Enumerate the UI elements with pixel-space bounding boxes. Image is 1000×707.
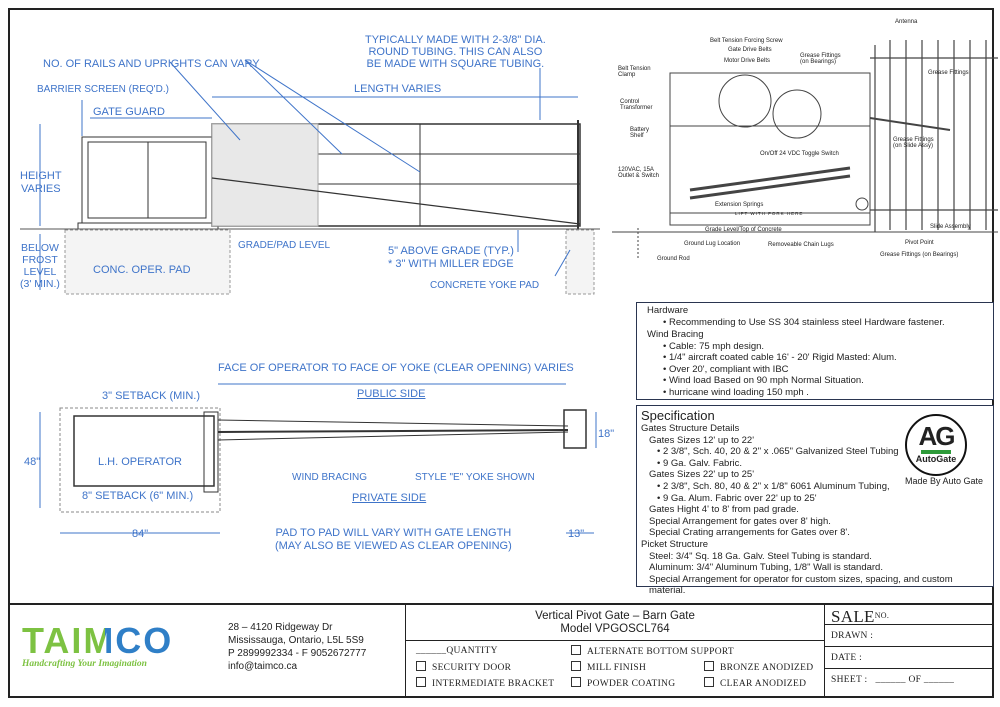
spec-line: Steel: 3/4" Sq. 18 Ga. Galv. Steel Tubin… [649,550,872,562]
ground-lug-label: Ground Lug Location [684,241,741,247]
spec-line: Special Crating arrangements for Gates o… [649,527,850,539]
rails-note: NO. OF RAILS AND UPRIGHTS CAN VARY [43,58,260,70]
wind-item: Wind load Based on 90 mph Normal Situati… [663,375,983,387]
lift-label: LIFT WITH FORK HERE [735,211,804,216]
spec-line: Special Arrangement for operator for cus… [649,573,953,597]
wind-item: Cable: 75 mph design. [663,341,983,353]
wind-item: Over 20', compliant with IBC [663,364,983,376]
antenna-label: Antenna [895,19,918,25]
spec-bullet: 2 3/8", Sch. 40, 20 & 2" x .065" Galvani… [641,446,989,458]
wind-item: hurricane wind loading 150 mph . [663,387,983,399]
option-mill-finish[interactable]: MILL FINISH [571,661,646,673]
option-intermediate-bracket[interactable]: INTERMEDIATE BRACKET [416,677,554,689]
spec-line: Gates Sizes 12' up to 22' [649,434,755,446]
chain-lugs-label: Removeable Chain Lugs [768,242,834,248]
conc-pad-label: CONC. OPER. PAD [93,264,191,276]
taimco-logo: TAIMCO Handcrafting Your Imagination [22,620,174,670]
yoke-pad-label: CONCRETE YOKE PAD [430,280,540,291]
grease-bearings-top-label: Grease Fittings(on Bearings) [800,53,841,65]
pad-note: PAD TO PAD WILL VARY WITH GATE LENGTH(MA… [275,527,512,552]
operator-label: L.H. OPERATOR [98,456,182,468]
spec-title: Specification [641,408,715,423]
forcing-screw-label: Belt Tension Forcing Screw [710,38,783,44]
date-field[interactable]: DATE : [825,647,992,669]
sheet-field[interactable]: SHEET : ______ OF ______ [831,675,955,685]
dim-48: 48" [24,456,41,468]
ground-rod-label: Ground Rod [657,256,690,262]
spec-bullet: 9 Ga. Galv. Fabric. [641,458,989,470]
hardware-title: Hardware [647,305,689,316]
toggle-label: On/Off 24 VDC Toggle Switch [760,151,839,157]
clear-opening-label: FACE OF OPERATOR TO FACE OF YOKE (CLEAR … [218,362,574,374]
yoke-label: STYLE "E" YOKE SHOWN [415,472,535,483]
specification-box: Specification Gates Structure Details Ga… [636,405,994,596]
wind-title: Wind Bracing [647,328,704,340]
spec-bullet: 9 Ga. Alum. Fabric over 22' up to 25' [641,493,989,505]
spec-line: Gates Sizes 22' up to 25' [649,469,755,481]
wind-bracing-label: WIND BRACING [292,472,367,483]
option-bronze-anodized[interactable]: BRONZE ANODIZED [704,661,813,673]
pivot-label: Pivot Point [905,240,934,246]
option-powder-coating[interactable]: POWDER COATING [571,677,675,689]
plan-operator-pad [59,407,221,513]
hardware-item: Recommending to Use SS 304 stainless ste… [663,317,983,329]
private-side-label: PRIVATE SIDE [352,492,427,504]
spec-bullet: 2 3/8", Sch. 80, 40 & 2" x 1/8" 6061 Alu… [641,481,989,493]
drawn-field[interactable]: DRAWN : [825,625,992,647]
grease-label: Grease Fittings [928,70,969,76]
option-security-door[interactable]: SECURITY DOOR [416,661,511,673]
autogate-logo: AG AutoGate [905,414,967,476]
slide-label: Slide Assembly [930,224,971,230]
spec-line: Picket Structure [641,538,709,550]
grease-slide-label: Grease Fittings(on Slide Assy) [893,137,934,149]
dim-13: 13" [568,528,585,540]
option-clear-anodized[interactable]: CLEAR ANODIZED [704,677,806,689]
title-block: TAIMCO Handcrafting Your Imagination 28 … [10,603,992,696]
grease-bearings-bottom-label: Grease Fittings (on Bearings) [880,252,959,258]
gate-guard-label: GATE GUARD [93,106,165,118]
setback-top-label: 3" SETBACK (MIN.) [102,390,201,402]
spec-line: Aluminum: 3/4" Aluminum Tubing, 1/8" Wal… [649,562,883,574]
operator-pad [64,229,231,295]
option-alternate-bottom-support[interactable]: ALTERNATE BOTTOM SUPPORT [571,645,734,657]
grade-level-label: Grade Level/Top of Concrete [705,227,782,233]
public-side-label: PUBLIC SIDE [357,388,426,400]
dim-84: 84" [132,528,149,540]
spec-line: Special Arrangement for gates over 8' hi… [649,515,831,527]
hardware-box: Hardware Recommending to Use SS 304 stai… [636,302,994,400]
motor-belts-label: Motor Drive Belts [724,58,771,64]
quantity-field[interactable]: ______QUANTITY [416,646,498,656]
yoke-pad [565,229,595,295]
grade-label: GRADE/PAD LEVEL [238,240,331,251]
above-grade-label: 5" ABOVE GRADE (TYP.)* 3" WITH MILLER ED… [388,245,514,270]
barrier-screen-label: BARRIER SCREEN (REQ'D.) [37,84,169,95]
length-label: LENGTH VARIES [354,83,442,95]
dim-18: 18" [598,428,615,440]
gate-belts-label: Gate Drive Belts [728,47,772,53]
wind-item: 1/4" aircraft coated cable 16' - 20' Rig… [663,352,983,364]
springs-label: Extension Springs [715,202,764,208]
spec-line: Gates Hight 4' to 8' from pad grade. [649,504,799,516]
sale-block: SALENO. DRAWN : DATE : SHEET : ______ OF… [825,605,992,696]
made-by-label: Made By Auto Gate [905,476,984,486]
tubing-note: TYPICALLY MADE WITH 2-3/8" DIA.ROUND TUB… [365,34,546,70]
setback-bottom-label: 8" SETBACK (6" MIN.) [82,490,194,502]
spec-line: Gates Structure Details [641,423,740,434]
operator-housing [81,136,213,224]
